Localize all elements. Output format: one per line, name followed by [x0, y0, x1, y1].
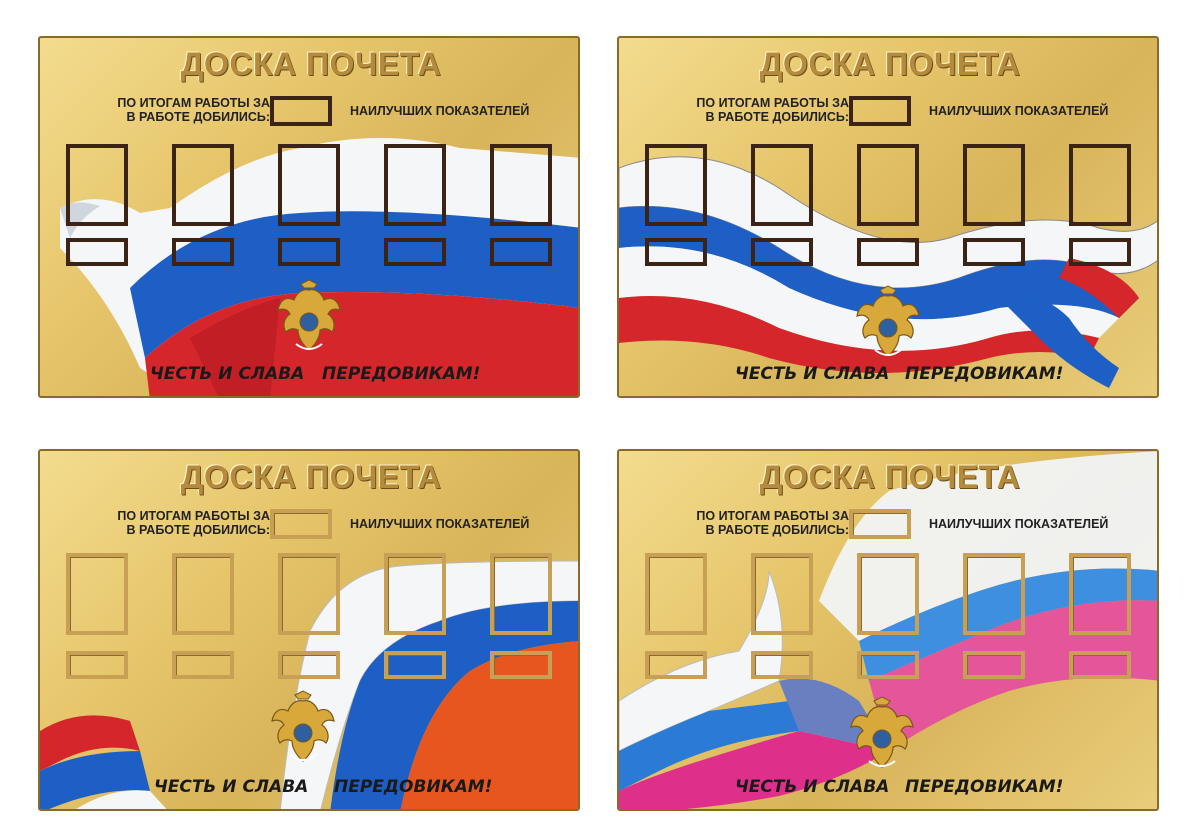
photo-slot — [490, 553, 552, 635]
photo-slot — [857, 144, 919, 226]
flag-banner-1 — [60, 138, 578, 396]
honor-board-4: ДОСКА ПОЧЕТА ПО ИТОГАМ РАБОТЫ ЗА В РАБОТ… — [617, 449, 1159, 811]
subtitle-right: НАИЛУЧШИХ ПОКАЗАТЕЛЕЙ — [929, 104, 1109, 118]
photo-slot — [857, 553, 919, 635]
slogan-honor: ЧЕСТЬ И СЛАВА — [154, 777, 309, 797]
photo-slot — [384, 144, 446, 226]
caption-slot — [857, 651, 919, 679]
caption-slot — [172, 238, 234, 266]
caption-slot — [751, 238, 813, 266]
slogan-honor: ЧЕСТЬ И СЛАВА — [735, 364, 890, 384]
photo-slot — [645, 553, 707, 635]
caption-slot — [1069, 651, 1131, 679]
caption-slot — [857, 238, 919, 266]
caption-slot — [963, 238, 1025, 266]
double-headed-eagle-emblem-icon — [271, 690, 335, 762]
photo-slot — [963, 144, 1025, 226]
subtitle-left: ПО ИТОГАМ РАБОТЫ ЗА В РАБОТЕ ДОБИЛИСЬ: — [117, 96, 270, 124]
slogan-leaders: ПЕРЕДОВИКАМ! — [322, 364, 481, 384]
photo-slot — [963, 553, 1025, 635]
caption-slot — [490, 651, 552, 679]
photo-slot — [278, 553, 340, 635]
subtitle-left: ПО ИТОГАМ РАБОТЫ ЗА В РАБОТЕ ДОБИЛИСЬ: — [696, 509, 849, 537]
period-box — [270, 509, 332, 539]
double-headed-eagle-emblem-icon — [850, 696, 914, 768]
photo-slot — [172, 144, 234, 226]
photo-slot — [490, 144, 552, 226]
caption-slot — [1069, 238, 1131, 266]
photo-slot — [278, 144, 340, 226]
caption-slot — [751, 651, 813, 679]
slogan-honor: ЧЕСТЬ И СЛАВА — [150, 364, 305, 384]
caption-slot — [66, 238, 128, 266]
caption-slot — [278, 651, 340, 679]
subtitle-right: НАИЛУЧШИХ ПОКАЗАТЕЛЕЙ — [350, 517, 530, 531]
photo-slot — [66, 553, 128, 635]
double-headed-eagle-emblem-icon — [856, 285, 920, 357]
subtitle-left: ПО ИТОГАМ РАБОТЫ ЗА В РАБОТЕ ДОБИЛИСЬ: — [117, 509, 270, 537]
period-box — [849, 96, 911, 126]
slogan-leaders: ПЕРЕДОВИКАМ! — [334, 777, 493, 797]
slogan-honor: ЧЕСТЬ И СЛАВА — [735, 777, 890, 797]
photo-slot — [1069, 144, 1131, 226]
photo-slot — [1069, 553, 1131, 635]
caption-slot — [384, 238, 446, 266]
caption-slot — [645, 238, 707, 266]
photo-slot — [384, 553, 446, 635]
caption-slot — [278, 238, 340, 266]
honor-board-2: ДОСКА ПОЧЕТА ПО ИТОГАМ РАБОТЫ ЗА В РАБОТ… — [617, 36, 1159, 398]
period-box — [849, 509, 911, 539]
caption-slot — [66, 651, 128, 679]
caption-slot — [172, 651, 234, 679]
photo-slot — [751, 144, 813, 226]
caption-slot — [490, 238, 552, 266]
photo-slot — [645, 144, 707, 226]
board-title: ДОСКА ПОЧЕТА — [180, 459, 442, 495]
caption-slot — [963, 651, 1025, 679]
honor-board-3: ДОСКА ПОЧЕТА ПО ИТОГАМ РАБОТЫ ЗА В РАБОТ… — [38, 449, 580, 811]
board-title: ДОСКА ПОЧЕТА — [759, 459, 1021, 495]
double-headed-eagle-emblem-icon — [277, 279, 341, 351]
photo-slot — [751, 553, 813, 635]
honor-board-1: ДОСКА ПОЧЕТА ПО ИТОГАМ РАБОТЫ ЗА В РАБОТ… — [38, 36, 580, 398]
subtitle-right: НАИЛУЧШИХ ПОКАЗАТЕЛЕЙ — [929, 517, 1109, 531]
caption-slot — [645, 651, 707, 679]
photo-slot — [66, 144, 128, 226]
photo-slot — [172, 553, 234, 635]
slogan-leaders: ПЕРЕДОВИКАМ! — [905, 364, 1064, 384]
subtitle-right: НАИЛУЧШИХ ПОКАЗАТЕЛЕЙ — [350, 104, 530, 118]
period-box — [270, 96, 332, 126]
board-title: ДОСКА ПОЧЕТА — [180, 46, 442, 82]
board-title: ДОСКА ПОЧЕТА — [759, 46, 1021, 82]
subtitle-left: ПО ИТОГАМ РАБОТЫ ЗА В РАБОТЕ ДОБИЛИСЬ: — [696, 96, 849, 124]
slogan-leaders: ПЕРЕДОВИКАМ! — [905, 777, 1064, 797]
caption-slot — [384, 651, 446, 679]
